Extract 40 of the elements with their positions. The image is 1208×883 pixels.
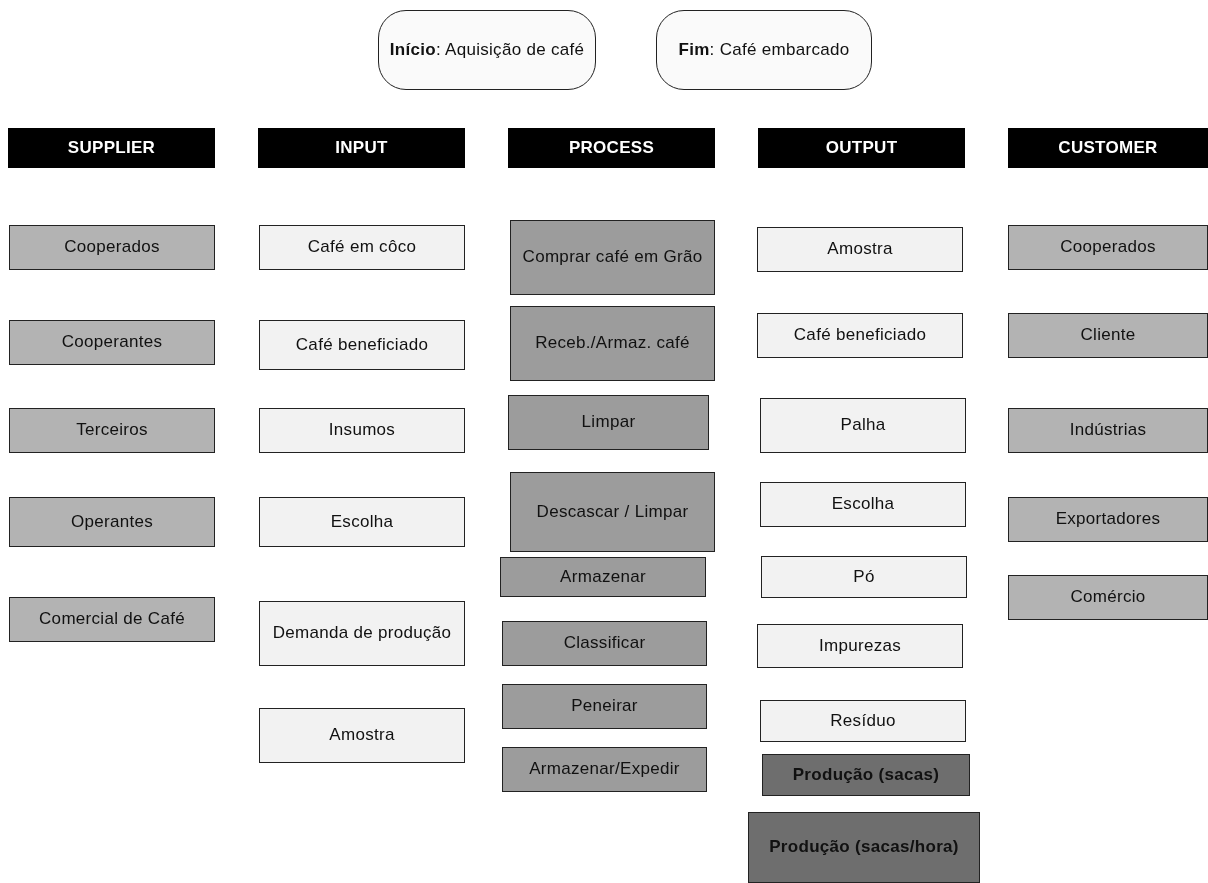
input-box: Café em côco <box>259 225 465 270</box>
process-step: Classificar <box>502 621 707 666</box>
customer-box: Exportadores <box>1008 497 1208 542</box>
input-box: Insumos <box>259 408 465 453</box>
process-step: Armazenar <box>500 557 706 597</box>
supplier-box: Cooperantes <box>9 320 215 365</box>
output-box: Palha <box>760 398 966 453</box>
column-header: CUSTOMER <box>1008 128 1208 168</box>
process-step: Limpar <box>508 395 709 450</box>
column-header: PROCESS <box>508 128 715 168</box>
output-box: Pó <box>761 556 967 598</box>
customer-box: Cooperados <box>1008 225 1208 270</box>
output-box: Produção (sacas) <box>762 754 970 796</box>
process-step: Descascar / Limpar <box>510 472 715 552</box>
output-box: Resíduo <box>760 700 966 742</box>
customer-box: Comércio <box>1008 575 1208 620</box>
customer-box: Cliente <box>1008 313 1208 358</box>
process-step: Receb./Armaz. café <box>510 306 715 381</box>
process-step: Comprar café em Grão <box>510 220 715 295</box>
process-step: Armazenar/Expedir <box>502 747 707 792</box>
column-header: SUPPLIER <box>8 128 215 168</box>
output-box: Impurezas <box>757 624 963 668</box>
supplier-box: Operantes <box>9 497 215 547</box>
terminal-box: Fim: Café embarcado <box>656 10 872 90</box>
terminal-box: Início: Aquisição de café <box>378 10 596 90</box>
output-box: Produção (sacas/hora) <box>748 812 980 883</box>
output-box: Escolha <box>760 482 966 527</box>
supplier-box: Comercial de Café <box>9 597 215 642</box>
column-header: OUTPUT <box>758 128 965 168</box>
input-box: Escolha <box>259 497 465 547</box>
output-box: Café beneficiado <box>757 313 963 358</box>
output-box: Amostra <box>757 227 963 272</box>
column-header: INPUT <box>258 128 465 168</box>
supplier-box: Cooperados <box>9 225 215 270</box>
input-box: Amostra <box>259 708 465 763</box>
input-box: Demanda de produção <box>259 601 465 666</box>
process-step: Peneirar <box>502 684 707 729</box>
customer-box: Indústrias <box>1008 408 1208 453</box>
input-box: Café beneficiado <box>259 320 465 370</box>
supplier-box: Terceiros <box>9 408 215 453</box>
